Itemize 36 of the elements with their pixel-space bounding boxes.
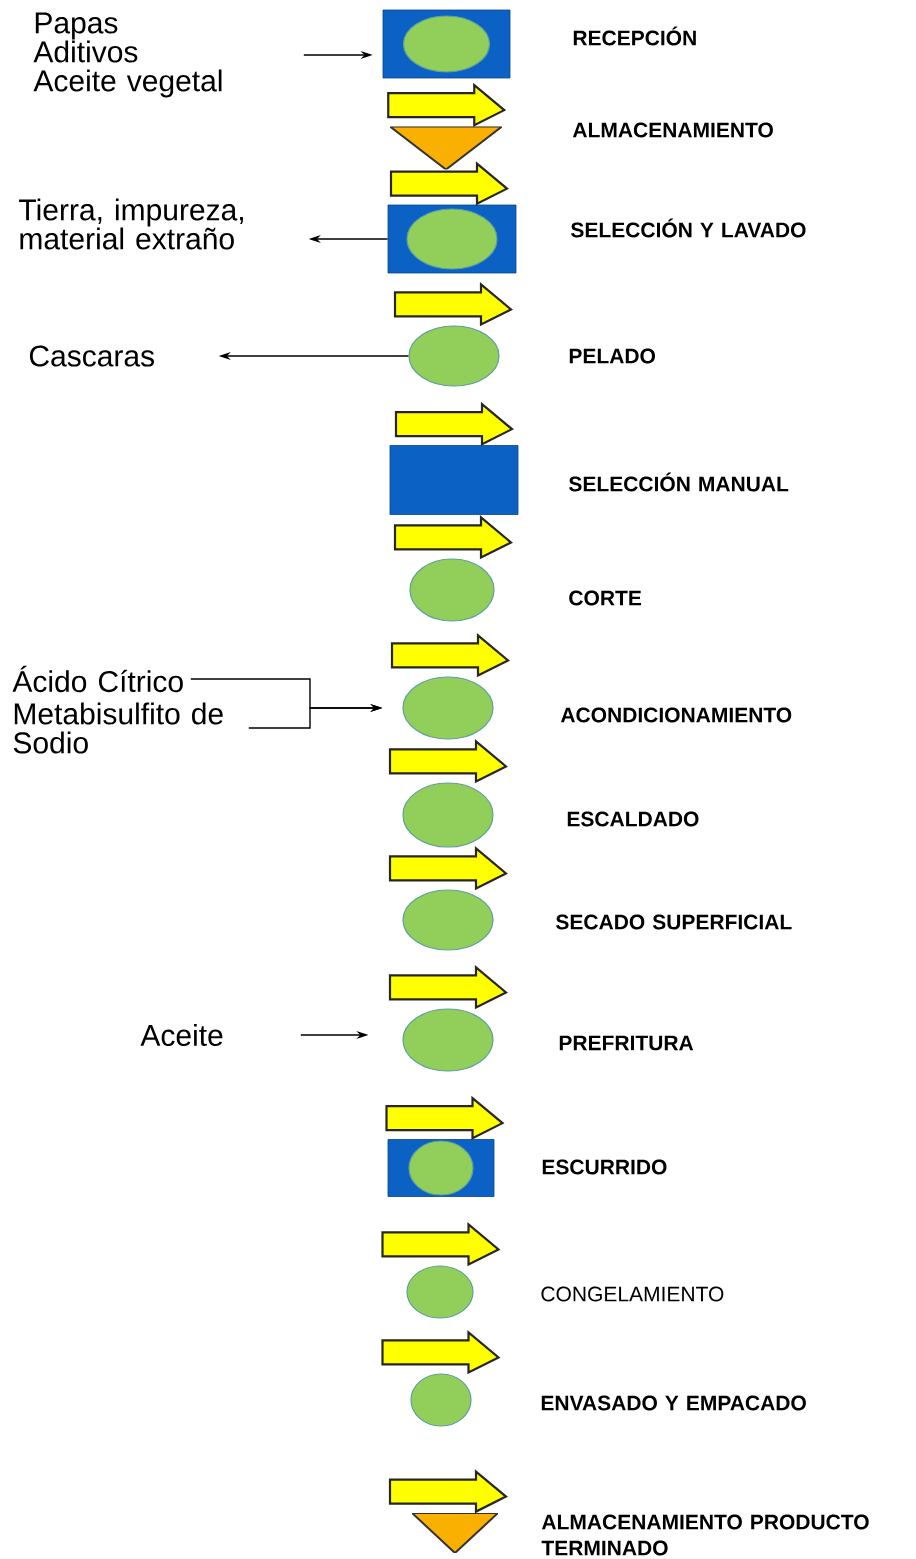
block-arrow — [388, 1469, 508, 1514]
input-text: Papas Aditivos Aceite vegetal — [33, 12, 222, 98]
step-ellipse — [402, 15, 491, 73]
block-arrow — [394, 401, 514, 446]
step-ellipse — [406, 208, 498, 270]
block-arrow — [388, 846, 508, 891]
step-label: SECADO SUPERFICIAL — [556, 914, 792, 930]
block-arrow — [388, 739, 508, 784]
step-label: ESCALDADO — [567, 811, 699, 827]
step-label: ACONDICIONAMIENTO — [560, 707, 792, 723]
step-ellipse — [408, 1140, 474, 1196]
block-arrow — [389, 161, 509, 206]
step-label: SELECCIÓN MANUAL — [569, 472, 789, 492]
step-label: PREFRITURA — [559, 1035, 694, 1051]
input-text: Cascaras — [29, 345, 154, 367]
step-label: ALMACENAMIENTO — [572, 122, 773, 138]
step-label: ALMACENAMIENTO PRODUCTO TERMINADO — [541, 1514, 869, 1556]
input-text: Aceite — [140, 1024, 223, 1046]
block-arrow — [390, 633, 510, 678]
step-label: PELADO — [569, 348, 655, 364]
step-label: RECEPCIÓN — [573, 26, 696, 46]
input-text: Ácido Cítrico — [12, 665, 183, 693]
step-label: ESCURRIDO — [542, 1159, 667, 1175]
input-text: Tierra, impureza, material extraño — [19, 198, 243, 250]
block-arrow — [381, 1222, 501, 1267]
step-label: CORTE — [569, 590, 642, 606]
step-label: SELECCIÓN Y LAVADO — [571, 218, 806, 238]
block-arrow — [387, 82, 507, 127]
step-label: CONGELAMIENTO — [541, 1286, 724, 1302]
step-label: ENVASADO Y EMPACADO — [541, 1395, 806, 1411]
block-arrow — [393, 282, 513, 327]
input-text: Metabisulfito de Sodio — [13, 702, 223, 754]
block-arrow — [381, 1330, 501, 1375]
block-arrow — [388, 965, 508, 1010]
block-arrow — [393, 515, 513, 560]
block-arrow — [385, 1095, 505, 1140]
